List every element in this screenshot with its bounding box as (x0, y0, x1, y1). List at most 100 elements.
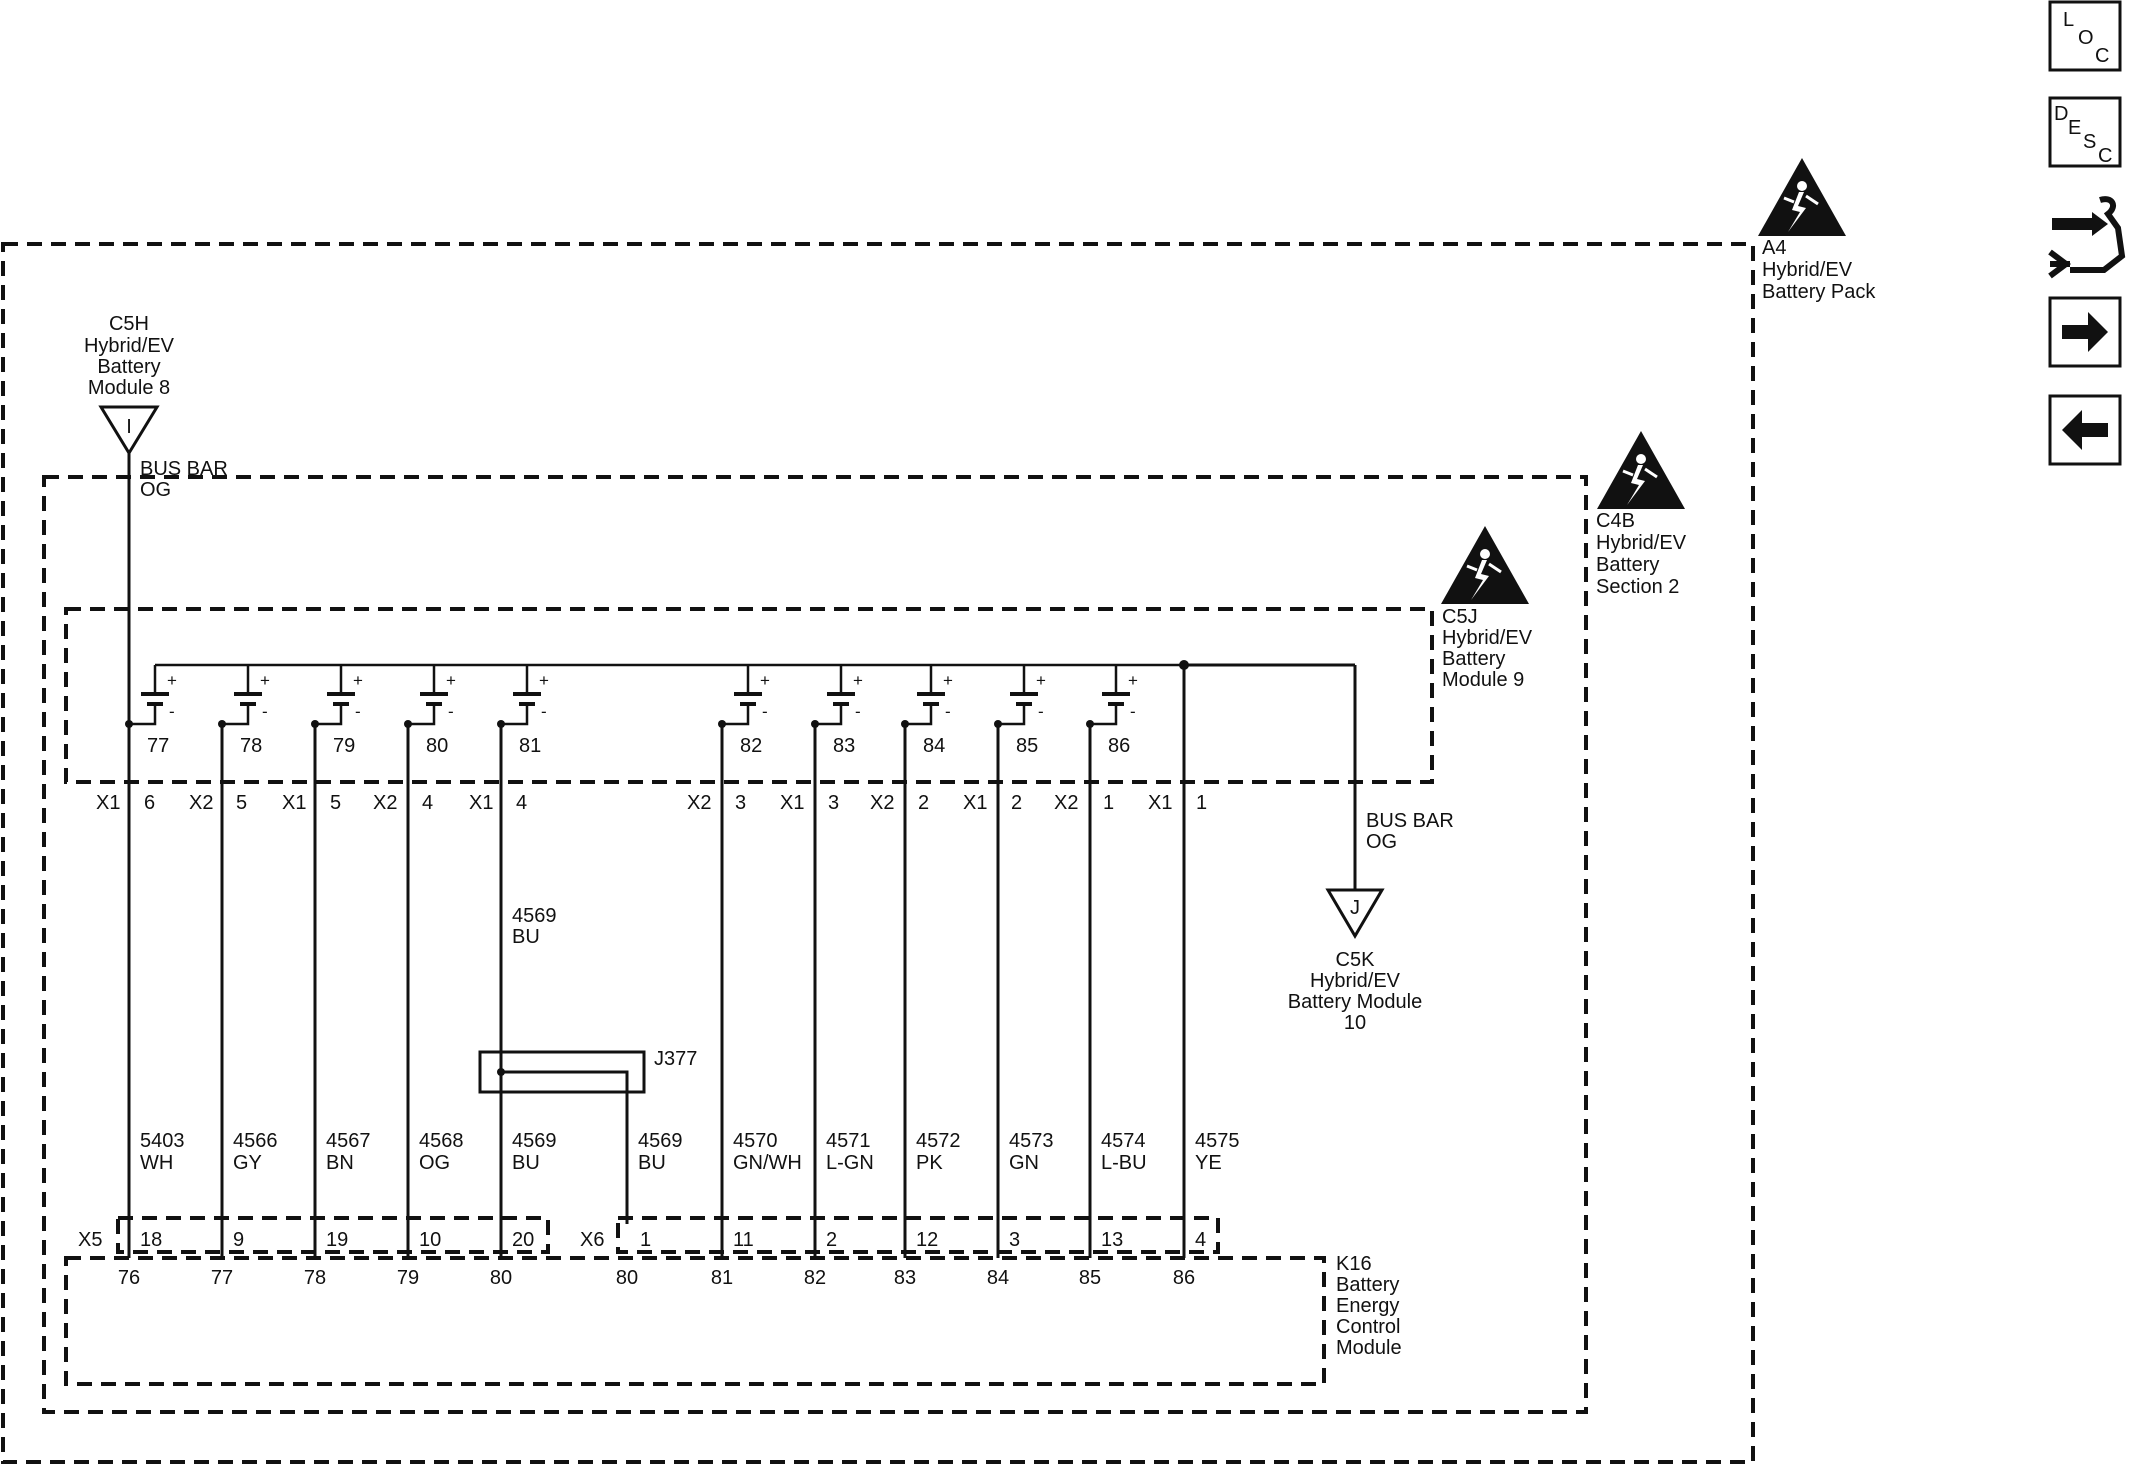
k16-connector-pin-label: 10 (419, 1229, 441, 1251)
c5k-label: C5K Hybrid/EV Battery Module 10 (1288, 949, 1423, 1034)
k16-line1: Battery (1336, 1274, 1399, 1296)
desc-letter-d: D (2054, 103, 2068, 125)
cell-plus-mark: + (1036, 671, 1046, 690)
k16-terminal-label: 77 (211, 1267, 233, 1289)
wire-color-label: L-BU (1101, 1152, 1147, 1174)
x5-connector-outline (116, 1216, 550, 1254)
wire-color-label: WH (140, 1152, 173, 1174)
cell-plus-mark: + (167, 671, 177, 690)
c5j-ref: C5J (1442, 606, 1478, 628)
wire-color-label: BN (326, 1152, 354, 1174)
wire-circuit-label: 4571 (826, 1130, 871, 1152)
cell-plus-mark: + (260, 671, 270, 690)
wire-color-label: YE (1195, 1152, 1222, 1174)
cell-minus-mark: - (355, 702, 361, 721)
cell-minus-mark: - (169, 702, 175, 721)
x6-connector-label: X6 (580, 1229, 604, 1251)
cell-minus-mark: - (541, 702, 547, 721)
k16-connector-pin-label: 12 (916, 1229, 938, 1251)
shock-hazard-icon (1595, 429, 1687, 511)
wire-color-label: GN/WH (733, 1152, 802, 1174)
connector-pin-label: 1 (1196, 792, 1207, 814)
c5k-bus-bar-color: OG (1366, 831, 1397, 853)
k16-terminal-label: 80 (616, 1267, 638, 1289)
k16-connector-pin-label: 9 (233, 1229, 244, 1251)
connector-side-label: X2 (687, 792, 711, 814)
a4-line1: Hybrid/EV (1762, 259, 1853, 281)
c5j-line2: Battery (1442, 648, 1505, 670)
k16-terminal-label: 85 (1079, 1267, 1101, 1289)
k16-ref: K16 (1336, 1253, 1372, 1275)
cell-plus-mark: + (446, 671, 456, 690)
wire-circuit-label: 4572 (916, 1130, 961, 1152)
c5h-line3: Module 8 (88, 377, 170, 399)
c5h-ref: C5H (109, 313, 149, 335)
connector-pin-label: 2 (1011, 792, 1022, 814)
cell-plus-mark: + (760, 671, 770, 690)
desc-letter-c: C (2098, 145, 2112, 167)
prev-button[interactable] (2048, 394, 2122, 466)
cell-number-label: 80 (426, 735, 448, 757)
c5j-label: C5J Hybrid/EV Battery Module 9 (1442, 606, 1533, 691)
connector-side-label: X2 (1054, 792, 1078, 814)
connector-side-label: X1 (469, 792, 493, 814)
c5h-label: C5H Hybrid/EV Battery Module 8 (84, 313, 175, 399)
wire-circuit-label: 4568 (419, 1130, 464, 1152)
cell-plus-mark: + (539, 671, 549, 690)
c5h-connector-symbol (98, 405, 160, 456)
loc-button[interactable]: L O C (2048, 0, 2122, 72)
connector-pin-label: 5 (330, 792, 341, 814)
wire-4569-color-upper: BU (512, 926, 540, 948)
k16-terminal-label: 82 (804, 1267, 826, 1289)
cell-negative-lead (315, 704, 343, 726)
a4-ref: A4 (1762, 237, 1786, 259)
c4b-label: C4B Hybrid/EV Battery Section 2 (1596, 510, 1687, 598)
k16-connector-pin-label: 1 (640, 1229, 651, 1251)
wire-color-label: BU (512, 1152, 540, 1174)
wire-color-label: BU (638, 1152, 666, 1174)
cell-number-label: 79 (333, 735, 355, 757)
connector-pin-label: 3 (735, 792, 746, 814)
wire-circuit-label: 4569 (638, 1130, 683, 1152)
arrow-left-icon (2062, 410, 2108, 450)
c5k-line1: Hybrid/EV (1310, 970, 1401, 992)
connector-side-label: X2 (189, 792, 213, 814)
connector-pin-label: 5 (236, 792, 247, 814)
c5j-line3: Module 9 (1442, 669, 1524, 691)
cell-negative-lead (815, 704, 843, 726)
wire-circuit-label: 4573 (1009, 1130, 1054, 1152)
wire-circuit-label: 4574 (1101, 1130, 1146, 1152)
shock-hazard-icon (1439, 524, 1531, 606)
k16-connector-pin-label: 3 (1009, 1229, 1020, 1251)
wire-circuit-label: 4570 (733, 1130, 778, 1152)
x6-connector-outline (616, 1216, 1220, 1254)
cell-number-label: 86 (1108, 735, 1130, 757)
x5-connector-label: X5 (78, 1229, 102, 1251)
k16-label: K16 Battery Energy Control Module (1336, 1253, 1402, 1359)
wire-4569-circuit-upper: 4569 (512, 905, 557, 927)
c5h-line2: Battery (97, 356, 160, 378)
j377-jumper (478, 1050, 646, 1094)
wire-circuit-label: 4569 (512, 1130, 557, 1152)
cell-number-label: 77 (147, 735, 169, 757)
cell-plus-mark: + (1128, 671, 1138, 690)
cell-negative-lead (722, 704, 750, 726)
cell-minus-mark: - (262, 702, 268, 721)
c5h-bus-bar-label: BUS BAR (140, 458, 228, 480)
loc-letter-c: C (2095, 45, 2109, 67)
cell-negative-lead (998, 704, 1026, 726)
c4b-line3: Section 2 (1596, 576, 1679, 598)
k16-connector-pin-label: 13 (1101, 1229, 1123, 1251)
cell-number-label: 84 (923, 735, 945, 757)
cell-negative-lead (1090, 704, 1118, 726)
next-button[interactable] (2048, 296, 2122, 368)
connector-tool-icon[interactable] (2048, 196, 2126, 279)
desc-button[interactable]: D E S C (2048, 96, 2122, 168)
c5h-bus-bar-color: OG (140, 479, 171, 501)
k16-line4: Module (1336, 1337, 1402, 1359)
cell-number-label: 81 (519, 735, 541, 757)
cell-minus-mark: - (762, 702, 768, 721)
arrow-right-icon (2062, 312, 2108, 352)
a4-line2: Battery Pack (1762, 281, 1876, 303)
k16-terminal-label: 86 (1173, 1267, 1195, 1289)
